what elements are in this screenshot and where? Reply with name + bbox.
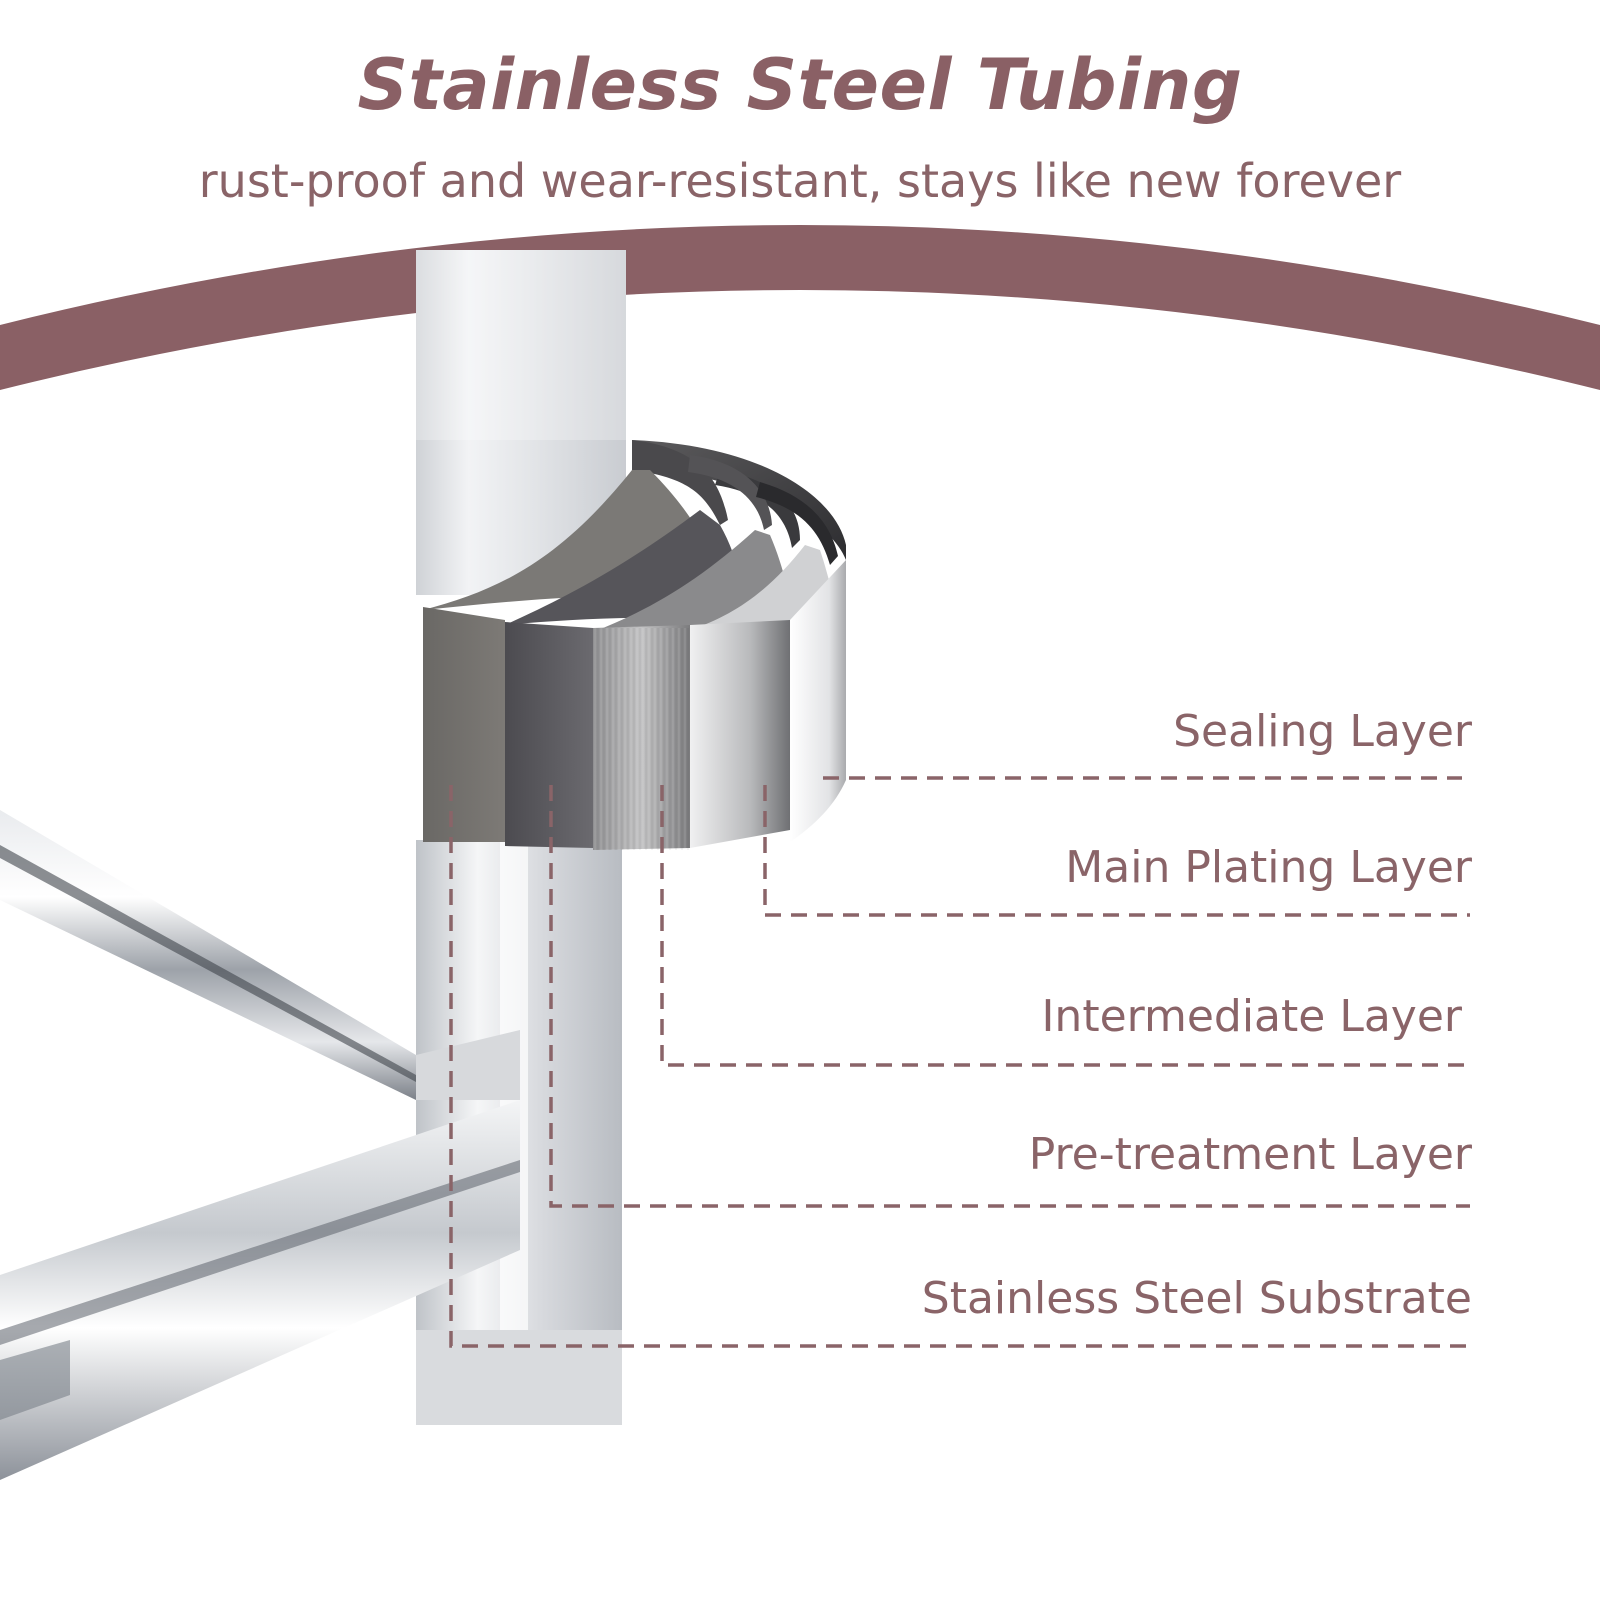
label-pretreatment-layer: Pre-treatment Layer (1028, 1129, 1472, 1180)
decorative-arc-band (0, 225, 1600, 390)
page-subtitle: rust-proof and wear-resistant, stays lik… (198, 154, 1402, 208)
page-title: Stainless Steel Tubing (357, 44, 1243, 126)
leader-main-plating (763, 785, 1470, 917)
label-main-plating-layer: Main Plating Layer (1065, 842, 1472, 893)
label-intermediate-layer: Intermediate Layer (1041, 991, 1462, 1042)
leader-pretreatment (549, 785, 1470, 1208)
label-stainless-steel-substrate: Stainless Steel Substrate (921, 1273, 1472, 1324)
label-sealing-layer: Sealing Layer (1173, 706, 1472, 757)
layer-cutaway-illustration (423, 440, 846, 850)
leader-lines (449, 776, 1470, 1348)
leader-substrate (449, 785, 1470, 1348)
tube-bar-upper (0, 810, 416, 1100)
tube-bar-lower (0, 1100, 520, 1480)
leader-intermediate (660, 785, 1470, 1067)
